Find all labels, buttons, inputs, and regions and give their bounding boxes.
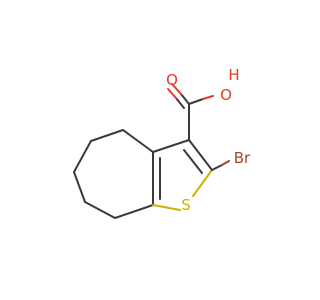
bond [90, 129, 124, 142]
bond [175, 97, 185, 109]
bond [171, 83, 182, 95]
bond [152, 204, 181, 211]
bond [180, 93, 190, 105]
bond [73, 171, 86, 203]
atom-br: Br [234, 149, 251, 167]
atom-o-carbonyl: O [166, 71, 178, 89]
bond [202, 95, 214, 100]
bond [211, 164, 223, 171]
bond [122, 129, 154, 153]
bond [188, 98, 204, 105]
bond [84, 201, 116, 219]
bond [73, 140, 92, 173]
carboxylic-acid-group [167, 83, 214, 141]
bond [167, 88, 177, 99]
bond [114, 204, 154, 219]
atom-s: S [181, 196, 191, 214]
molecule-diagram: O O H S Br [73, 66, 251, 219]
thiophene-ring [152, 139, 213, 211]
bond [183, 149, 203, 174]
atom-h-hydroxyl: H [228, 66, 239, 84]
cycloheptane-ring [73, 129, 154, 219]
bond [192, 169, 213, 197]
bond [188, 139, 213, 171]
atom-o-hydroxyl: O [220, 86, 232, 104]
bond [221, 160, 230, 166]
bond [152, 139, 190, 153]
structure-canvas: O O H S Br [73, 66, 251, 219]
